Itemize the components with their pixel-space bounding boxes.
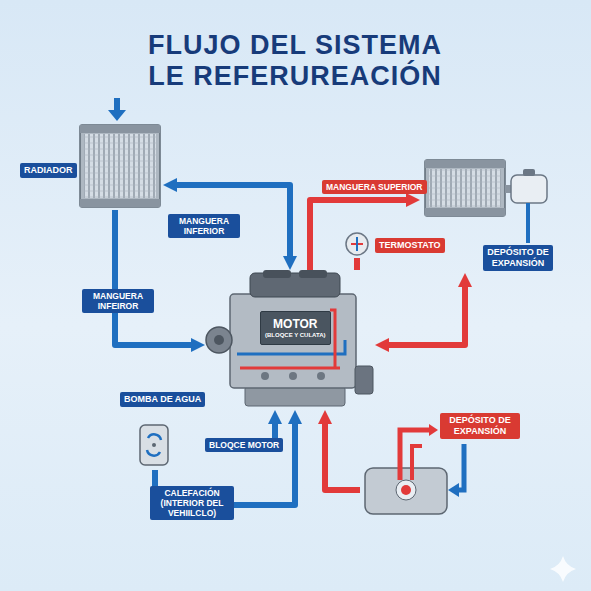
label-box: DEPÓSITO DE EXPANSIÓN bbox=[483, 245, 553, 271]
label-box: RADIADOR bbox=[20, 163, 77, 178]
drawing-part bbox=[425, 160, 505, 168]
component-node: DEPÓSITO DE EXPANSIÓN bbox=[420, 155, 555, 273]
label-box: DEPÓSITO DE EXPANSIÓN bbox=[440, 413, 520, 439]
radiator-core bbox=[425, 160, 505, 216]
flywheel bbox=[355, 366, 373, 394]
component-sublabel: (BLOQCE Y CULATA) bbox=[265, 331, 326, 339]
valve-core bbox=[401, 485, 411, 495]
component-node: BOMBA DE AGUA bbox=[118, 390, 207, 470]
label-box: BOMBA DE AGUA bbox=[120, 392, 205, 407]
inflow-head bbox=[108, 110, 126, 121]
diagram-title: FLUJO DEL SISTEMA LE REFERUREACIÓN bbox=[140, 30, 450, 92]
intake-dome bbox=[299, 270, 327, 278]
component-label: MOTOR bbox=[265, 317, 326, 331]
internal-coolant-path bbox=[240, 310, 340, 368]
drawing-part bbox=[80, 125, 160, 207]
drawing-part bbox=[425, 208, 505, 216]
radiator-core bbox=[80, 125, 160, 207]
inflow-arrow bbox=[108, 98, 126, 121]
drawing-part bbox=[80, 125, 160, 133]
vent-head bbox=[429, 424, 438, 436]
pulley-hub bbox=[214, 335, 224, 345]
bolt bbox=[317, 372, 325, 380]
label-box: TERMOSTATO bbox=[375, 238, 445, 253]
inflow-line bbox=[114, 98, 120, 112]
reservoir-body bbox=[365, 468, 447, 514]
drawing-part bbox=[429, 169, 501, 207]
pump-shaft bbox=[152, 443, 156, 447]
coolant-hose bbox=[325, 418, 360, 490]
component-label: TERMOSTATO bbox=[379, 240, 441, 251]
sparkle-mark bbox=[550, 556, 576, 582]
component-label: DEPÓSITO DE EXPANSIÓN bbox=[444, 415, 516, 437]
component-node: RADIADOR bbox=[18, 122, 163, 210]
expansion-tank bbox=[511, 175, 547, 203]
pump-rotation bbox=[147, 434, 161, 455]
oil-pan bbox=[245, 386, 345, 406]
hose-label: MANGUERA INFERIOR bbox=[168, 214, 240, 238]
coolant-hose bbox=[354, 258, 360, 270]
tank-hose bbox=[526, 203, 530, 243]
component-label: RADIADOR bbox=[24, 165, 73, 176]
component-node: MOTOR(BLOQCE Y CULATA) bbox=[205, 270, 375, 410]
bolt bbox=[289, 372, 297, 380]
hose-label: MANGUERA SUPERIOR bbox=[322, 180, 427, 194]
vent-hose bbox=[400, 430, 430, 480]
thermostat-needle bbox=[356, 237, 358, 251]
vent-hose bbox=[412, 446, 422, 480]
hose-label: CALEFACIÓN (INTERIOR DEL VEHIILCLO) bbox=[150, 486, 234, 520]
label-box: MOTOR(BLOQCE Y CULATA) bbox=[260, 311, 331, 345]
hose-label: MANGUERA INFEIROR bbox=[82, 289, 154, 313]
return-head bbox=[448, 483, 459, 497]
component-label: DEPÓSITO DE EXPANSIÓN bbox=[487, 247, 549, 269]
valve-wheel bbox=[396, 480, 416, 500]
pump-body bbox=[140, 425, 168, 465]
hose-label: BLOQCE MOTOR bbox=[205, 438, 283, 452]
component-label: BOMBA DE AGUA bbox=[124, 394, 201, 405]
thermostat-dial bbox=[346, 233, 368, 255]
drawing-part bbox=[425, 160, 505, 216]
component-node: TERMOSTATO bbox=[345, 232, 450, 258]
bolt bbox=[261, 372, 269, 380]
tank-cap bbox=[523, 169, 535, 176]
intake-dome bbox=[263, 270, 291, 278]
engine-block bbox=[230, 294, 356, 388]
pulley bbox=[206, 327, 232, 353]
tank-neck bbox=[505, 185, 511, 193]
coolant-hose bbox=[310, 200, 412, 270]
component-node: DEPÓSITO DE EXPANSIÓN bbox=[360, 410, 525, 518]
coolant-hose bbox=[383, 281, 465, 345]
drawing-part bbox=[84, 134, 156, 198]
drawing-part bbox=[80, 199, 160, 207]
